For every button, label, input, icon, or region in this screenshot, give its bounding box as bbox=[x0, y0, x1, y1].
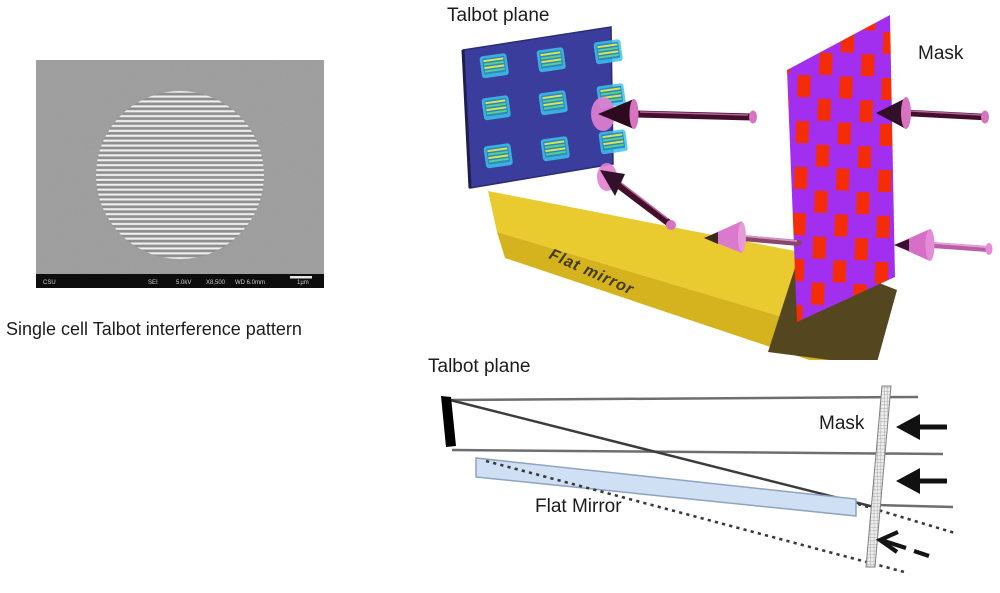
beam-arrow-to-talbot-plane bbox=[591, 97, 757, 131]
beam-arrow-mirror-to-talbot bbox=[597, 163, 676, 230]
sem-info-vendor: CSU bbox=[43, 280, 56, 286]
sem-info-bar bbox=[36, 274, 324, 288]
flat-mirror-2d-label: Flat Mirror bbox=[535, 496, 622, 517]
beam-line-top bbox=[449, 395, 919, 402]
sem-info-voltage: 5.0kV bbox=[176, 280, 191, 286]
sem-info-magnification: X8,500 bbox=[206, 280, 226, 286]
incoming-beam-arrow-upper bbox=[876, 97, 989, 129]
tilted-talbot-plane-line bbox=[449, 398, 879, 510]
beam-line-middle bbox=[451, 448, 944, 456]
beam-arrows bbox=[591, 97, 993, 261]
incoming-arrow-lower-2d bbox=[896, 468, 947, 494]
talbot-plane-panel bbox=[461, 26, 629, 189]
mask-grating-bar bbox=[865, 385, 892, 568]
mask-3d-label: Mask bbox=[918, 43, 964, 64]
mirror-front-face bbox=[497, 232, 860, 360]
sem-caption: Single cell Talbot interference pattern bbox=[6, 319, 302, 339]
flat-mirror-2d bbox=[475, 457, 857, 517]
talbot-plane-bar bbox=[441, 396, 456, 447]
talbot-plane-3d-label: Talbot plane bbox=[447, 5, 550, 26]
interference-fringes bbox=[96, 91, 264, 259]
dashed-tilted-arrow bbox=[875, 530, 930, 558]
talbot-interference-circle bbox=[96, 91, 264, 259]
talbot-plane-2d-label: Talbot plane bbox=[428, 356, 531, 377]
mask-panel bbox=[787, 15, 895, 322]
dotted-reflected-line bbox=[485, 459, 909, 575]
beam-line-bottom bbox=[876, 503, 954, 509]
talbot-panel-edge bbox=[461, 49, 472, 189]
mask-2d-label: Mask bbox=[819, 413, 865, 434]
talbot-3d-schematic: Flat mirror bbox=[461, 15, 993, 360]
sem-info-detector: SEI bbox=[148, 280, 158, 286]
talbot-2d-schematic bbox=[441, 385, 956, 575]
sem-scale-bar bbox=[290, 276, 312, 279]
incoming-beam-arrow-lower bbox=[894, 229, 993, 261]
beam-arrow-mask-to-mirror bbox=[704, 221, 802, 253]
sem-info-working-distance: WD 6.0mm bbox=[235, 280, 265, 286]
sem-micrograph: CSU SEI 5.0kV X8,500 WD 6.0mm 1µm bbox=[36, 60, 324, 288]
mirror-top-face bbox=[488, 191, 880, 340]
incoming-arrow-upper-2d bbox=[896, 414, 947, 440]
sem-info-scale-label: 1µm bbox=[297, 280, 309, 286]
